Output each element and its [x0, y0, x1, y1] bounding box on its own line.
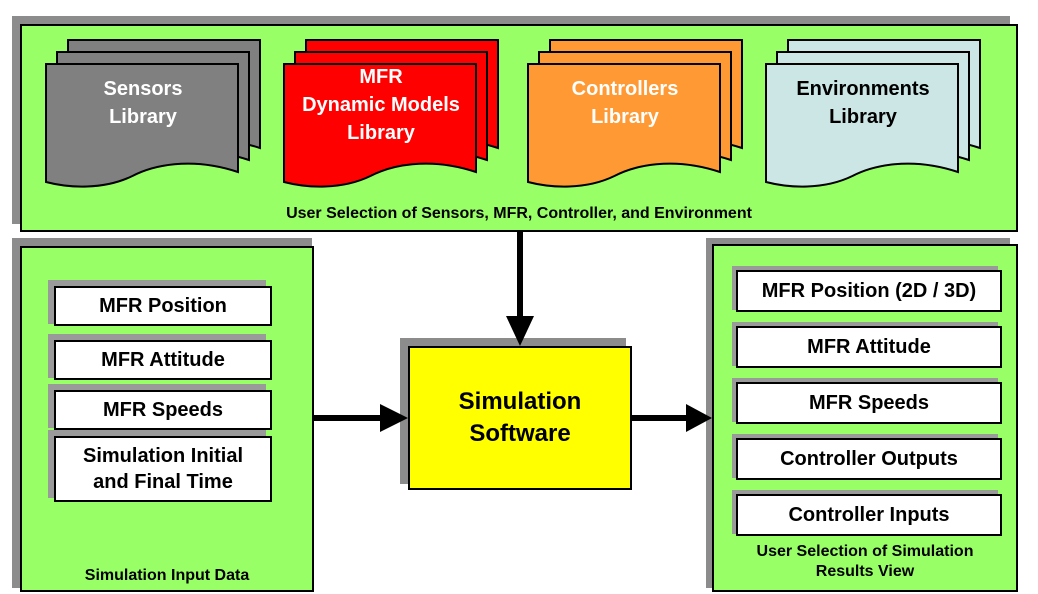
library-page: [527, 63, 721, 188]
environments-library-label: Environments Library: [796, 78, 930, 128]
library-page: [765, 63, 959, 188]
arrow-top-to-center: [506, 232, 534, 346]
output-item-controller-inputs[interactable]: Controller Inputs: [736, 494, 1002, 536]
simulation-software-box[interactable]: Simulation Software: [408, 346, 632, 490]
top-panel-caption: User Selection of Sensors, MFR, Controll…: [286, 205, 752, 222]
input-item-mfr-attitude[interactable]: MFR Attitude: [54, 340, 272, 380]
arrow-input-to-center: [314, 404, 408, 432]
library-page: [45, 63, 239, 188]
environments-library-stack[interactable]: [765, 39, 981, 188]
output-item-controller-outputs[interactable]: Controller Outputs: [736, 438, 1002, 480]
input-item-simulation-time[interactable]: Simulation Initial and Final Time: [54, 436, 272, 502]
controllers-library-label: Controllers Library: [571, 78, 679, 128]
output-item-mfr-speeds[interactable]: MFR Speeds: [736, 382, 1002, 424]
output-item-mfr-position[interactable]: MFR Position (2D / 3D): [736, 270, 1002, 312]
sensors-library-label: Sensors Library: [103, 78, 183, 128]
arrow-center-to-output: [632, 404, 712, 432]
controllers-library-stack[interactable]: [527, 39, 743, 188]
input-item-mfr-position[interactable]: MFR Position: [54, 286, 272, 326]
library-page: [283, 63, 477, 188]
output-item-mfr-attitude[interactable]: MFR Attitude: [736, 326, 1002, 368]
sensors-library-stack[interactable]: [45, 39, 261, 188]
mfr-dynamic-models-library-label: MFR Dynamic Models Library: [302, 66, 460, 144]
input-panel-caption: Simulation Input Data: [84, 567, 250, 584]
input-item-mfr-speeds[interactable]: MFR Speeds: [54, 390, 272, 430]
output-panel-caption: User Selection of Simulation Results Vie…: [756, 543, 974, 580]
mfr-dynamic-models-library-stack[interactable]: [283, 39, 499, 188]
